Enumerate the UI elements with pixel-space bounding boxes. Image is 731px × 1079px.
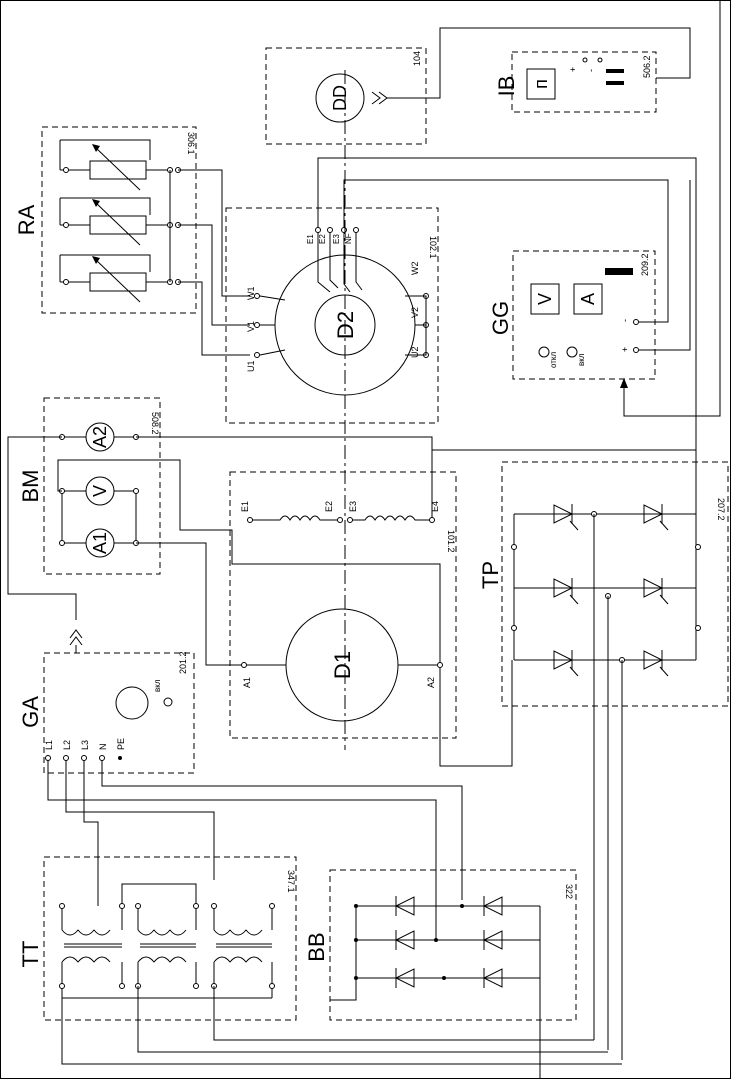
ga-terminal-l3: L3 xyxy=(80,740,90,750)
block-d1-motor: 101.2 E1 E2 E3 E4 D1 A1 A2 xyxy=(229,471,457,739)
dd-code: 104 xyxy=(412,51,422,66)
ib-plus-label: + xyxy=(568,67,578,72)
ib-minus-label: - xyxy=(586,69,596,72)
transformer-phase xyxy=(137,929,196,963)
gg-minus-label: - xyxy=(620,319,630,322)
gg-plus-label: + xyxy=(620,347,630,352)
d2-terminal-u1: U1 xyxy=(246,360,256,372)
block-ga-power-source: GA вкл 201.2 L1 L2 L3 N PE xyxy=(18,629,195,774)
bm-label: BM xyxy=(18,470,43,503)
bm-v-label: V xyxy=(90,485,110,497)
ga-connector-icon xyxy=(69,629,83,646)
ga-main-switch[interactable] xyxy=(115,686,149,720)
transformer-phase xyxy=(61,929,122,963)
ra-code: 306.1 xyxy=(186,132,196,155)
bm-a2-label: A2 xyxy=(90,426,110,448)
block-bb-diode-bridge: BB 322 xyxy=(304,869,577,1021)
block-dd-encoder: DD 104 xyxy=(265,27,691,145)
thyristor xyxy=(553,503,579,531)
dd-encoder-circle xyxy=(315,73,365,123)
d1-field-e3: E3 xyxy=(348,501,358,512)
d1-field-coil xyxy=(252,515,338,521)
d1-arm-a2: A2 xyxy=(426,677,436,688)
d2-terminal-u2: U2 xyxy=(410,346,420,358)
ib-capacitor-plate xyxy=(606,81,624,85)
d1-code: 101.2 xyxy=(446,530,456,553)
gg-off-label: откл xyxy=(549,351,558,368)
thyristor xyxy=(643,577,669,605)
block-ib: IB п + - 506.2 xyxy=(494,51,657,113)
d1-arm-a1: A1 xyxy=(242,677,252,688)
block-bm-meters: BM 508.2 A2 V A1 xyxy=(18,397,161,575)
d1-field-e4: E4 xyxy=(430,501,440,512)
ga-label: GA xyxy=(18,696,43,728)
ib-code: 506.2 xyxy=(642,55,652,78)
d2-field-nf: NF xyxy=(344,233,353,244)
ib-label: IB xyxy=(494,76,519,97)
block-ra-rheostat: RA 306.1 xyxy=(14,126,197,314)
block-tt-transformer: TT 347.1 xyxy=(18,856,297,1021)
ga-on-indicator xyxy=(163,697,173,707)
thyristor xyxy=(643,649,669,677)
d1-field-coil xyxy=(352,515,430,521)
d2-terminal-w1: W1 xyxy=(246,287,256,301)
tt-code: 347.1 xyxy=(286,870,296,893)
gg-voltmeter-label: V xyxy=(535,293,555,305)
ga-terminal-l1: L1 xyxy=(44,740,54,750)
gg-on-label: вкл xyxy=(577,353,586,366)
ib-pulse-button[interactable] xyxy=(526,68,556,100)
tp-code: 207.2 xyxy=(716,498,726,521)
gg-code: 209.2 xyxy=(640,253,650,276)
ga-on-label: вкл xyxy=(153,679,162,692)
d2-field-e3: E3 xyxy=(332,234,341,244)
d1-field-e1: E1 xyxy=(240,501,250,512)
gg-ammeter xyxy=(573,283,603,315)
bb-code: 322 xyxy=(564,884,574,899)
bb-label: BB xyxy=(304,932,329,961)
ga-terminal-l2: L2 xyxy=(62,740,72,750)
ga-terminal-pe: PE xyxy=(116,738,126,750)
gg-indicator-bar xyxy=(605,268,633,275)
ga-code: 201.2 xyxy=(178,651,188,674)
ib-capacitor-plate xyxy=(606,69,624,73)
d2-code: 102.1 xyxy=(428,236,438,259)
gg-off-button[interactable] xyxy=(538,346,550,358)
block-tp-thyristor-converter: TP 207.2 xyxy=(478,461,729,707)
d2-field-e2: E2 xyxy=(318,234,327,244)
thyristor xyxy=(553,577,579,605)
d1-label: D1 xyxy=(330,651,355,679)
d2-terminal-w2: W2 xyxy=(410,262,420,276)
transformer-phase xyxy=(213,929,272,963)
gg-on-button[interactable] xyxy=(566,346,578,358)
tt-label: TT xyxy=(18,941,43,968)
d2-terminal-v1: V1 xyxy=(246,321,256,332)
gg-ammeter-label: A xyxy=(578,293,598,305)
ib-pulse-label: п xyxy=(531,79,551,89)
d2-terminal-v2: V2 xyxy=(410,307,420,318)
gg-voltmeter xyxy=(530,283,560,315)
ga-terminal-n: N xyxy=(98,744,108,751)
block-d2-motor: 102.1 D2 W1 V1 U1 W2 V2 U2 E1 E2 E3 NF xyxy=(225,207,439,424)
d1-field-e2: E2 xyxy=(324,501,334,512)
block-gg: GG V A 209.2 откл вкл - + xyxy=(488,250,656,380)
bm-code: 508.2 xyxy=(150,412,160,435)
dd-label: DD xyxy=(330,85,350,111)
dd-connector-icon xyxy=(371,91,388,105)
thyristor xyxy=(643,503,669,531)
d2-field-e1: E1 xyxy=(306,234,315,244)
thyristor xyxy=(553,649,579,677)
ra-label: RA xyxy=(14,204,39,235)
gg-label: GG xyxy=(488,301,513,335)
tp-label: TP xyxy=(478,561,503,589)
bm-a1-label: A1 xyxy=(90,532,110,554)
